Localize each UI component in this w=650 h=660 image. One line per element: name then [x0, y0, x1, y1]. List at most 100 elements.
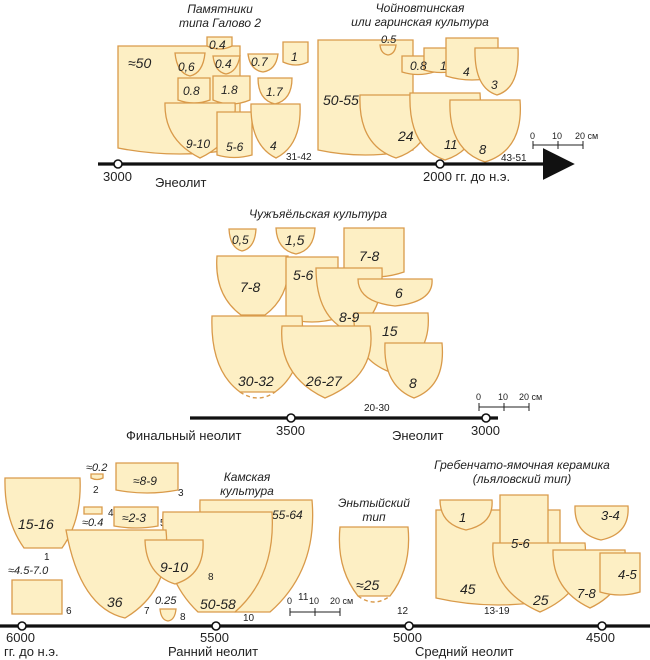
panel-chuzhyael: Чужъяёльская культура 0,5 1,5 7-8 7-8 5-…	[126, 207, 542, 443]
comb-title-line1: Гребенчато-ямочная керамика	[434, 458, 610, 472]
pot-chu-j	[281, 325, 372, 399]
vol-galovo-a: 0.4	[209, 38, 226, 52]
pot-galovo-c	[212, 55, 241, 75]
galovo-title-line1: Памятники	[187, 2, 253, 16]
vol-kama-7: 36	[107, 594, 123, 610]
vol-choy-e: 3	[491, 78, 498, 92]
panel-eneolithic: Памятники типа Галово 2 Чойновтинская ил…	[98, 1, 598, 190]
vol-kama-4: ≈0.4	[82, 517, 103, 529]
pot-kama-3	[115, 462, 179, 494]
pot-kama-5	[113, 506, 159, 529]
choynovty-title-line1: Чойновтинская	[376, 1, 465, 15]
num-kama-11: 11	[298, 592, 309, 603]
vol-galovo-e: 1	[291, 50, 298, 64]
svg-text:20 см: 20 см	[330, 596, 353, 606]
vol-chu-h: 15	[382, 323, 398, 339]
vol-chu-i: 30-32	[238, 373, 274, 389]
tick-6000	[17, 621, 27, 631]
tick-label-3500: 3500	[276, 423, 305, 438]
svg-text:20 см: 20 см	[575, 131, 598, 141]
ent-title-line1: Эньтыйский	[338, 496, 410, 510]
vol-chu-f: 8-9	[339, 309, 359, 325]
tick-5500	[211, 621, 221, 631]
num-kama-7: 7	[144, 606, 150, 617]
pot-chu-b	[275, 227, 316, 255]
ent-title-line2: тип	[362, 510, 386, 524]
pot-choy-a	[379, 44, 397, 56]
tick-4500	[597, 621, 607, 631]
period-early-neolithic: Ранний неолит	[168, 644, 258, 659]
num-kama-3: 3	[178, 488, 184, 499]
pot-galovo-k	[250, 103, 301, 159]
svg-text:10: 10	[498, 392, 508, 402]
range-comb: 13-19	[484, 606, 510, 617]
tick-label-3000: 3000	[103, 169, 132, 184]
num-kama-6: 6	[66, 606, 72, 617]
pot-kama-6	[11, 579, 63, 615]
vol-choy-b: 0.8	[410, 59, 427, 73]
vol-galovo-i: 9-10	[186, 137, 210, 151]
svg-text:20 см: 20 см	[519, 392, 542, 402]
vol-kama-6: ≈4.5-7.0	[8, 565, 49, 577]
vol-choy-d: 4	[463, 65, 470, 79]
period-middle-neolithic: Средний неолит	[415, 644, 514, 659]
vol-choy-f: 24	[397, 128, 414, 144]
pot-galovo-b	[174, 52, 206, 77]
vol-chu-d: 7-8	[240, 279, 260, 295]
vol-choy-large: 50-55	[323, 92, 359, 108]
tick-label-5500: 5500	[200, 630, 229, 645]
pot-galovo-j	[216, 111, 253, 159]
kama-title-line1: Камская	[224, 470, 271, 484]
pot-comb-4-5	[599, 552, 641, 596]
vol-chu-g: 6	[395, 285, 403, 301]
tick-label-4500: 4500	[586, 630, 615, 645]
vol-galovo-d: 0.7	[251, 55, 269, 69]
kama-title-line2: культура	[220, 484, 274, 498]
pot-galovo-e	[282, 41, 309, 66]
tick-2000	[435, 159, 445, 169]
axis-unit: гг. до н.э.	[4, 644, 59, 659]
pot-ent	[338, 526, 410, 597]
period-eneolithic-2: Энеолит	[392, 428, 444, 443]
vol-galovo-j: 5-6	[226, 140, 244, 154]
vol-kama-11: 55-64	[272, 508, 303, 522]
period-eneolithic: Энеолит	[155, 175, 207, 190]
num-kama-10: 10	[243, 613, 255, 624]
vol-galovo-large: ≈50	[128, 55, 151, 71]
svg-text:10: 10	[309, 596, 319, 606]
chuzhyael-title: Чужъяёльская культура	[249, 207, 387, 221]
tick-5000	[404, 621, 414, 631]
vol-comb-3-4: 3-4	[601, 508, 620, 523]
panel-neolithic: Камская культура Эньтыйский тип Гребенча…	[0, 458, 650, 659]
tick-label-3000b: 3000	[471, 423, 500, 438]
vol-kama-5: ≈2-3	[122, 511, 146, 525]
vol-galovo-g: 1.8	[221, 83, 238, 97]
vol-comb-4-5: 4-5	[618, 567, 638, 582]
vol-chu-e: 5-6	[293, 267, 313, 283]
svg-text:0: 0	[530, 131, 535, 141]
pot-comb-3-4	[574, 505, 629, 541]
range-galovo: 31-42	[286, 152, 312, 163]
scale-bar-2: 0 10 20 см	[476, 392, 542, 411]
svg-text:10: 10	[552, 131, 562, 141]
pot-kama-8	[159, 608, 177, 622]
vol-galovo-b: 0,6	[178, 60, 195, 74]
vol-kama-8: 0.25	[155, 595, 177, 607]
tick-label-5000: 5000	[393, 630, 422, 645]
vol-choy-h: 8	[479, 142, 487, 157]
vol-ent: ≈25	[356, 577, 379, 593]
vol-choy-c: 1	[440, 59, 447, 73]
pot-galovo-a	[206, 36, 233, 50]
vol-comb-7-8: 7-8	[577, 586, 597, 601]
galovo-title-line2: типа Галово 2	[179, 16, 261, 30]
range-chu: 20-30	[364, 403, 390, 414]
vol-comb-45: 45	[460, 581, 476, 597]
vol-chu-b: 1,5	[285, 232, 305, 248]
vol-kama-2: ≈0.2	[86, 462, 107, 474]
tick-3500	[286, 413, 296, 423]
vol-choy-a: 0.5	[381, 34, 397, 46]
pot-chu-k	[384, 342, 444, 399]
vol-choy-g: 11	[444, 137, 458, 152]
vol-comb-25: 25	[532, 592, 549, 608]
